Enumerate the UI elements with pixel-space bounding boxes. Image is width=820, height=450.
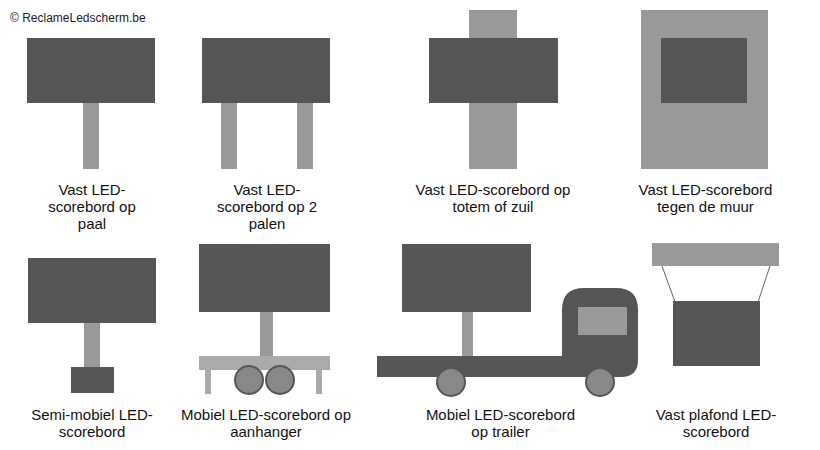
caption: Mobiel LED-scorebord op trailer <box>418 406 583 440</box>
caption: Vast plafond LED-scorebord <box>647 406 785 440</box>
caption: Vast LED-scorebord op 2 palen <box>208 181 326 232</box>
caption: Vast LED-scorebord tegen de muur <box>628 181 783 215</box>
truck-scoreboard <box>377 244 638 396</box>
caption: Vast LED-scorebord op totem of zuil <box>404 181 582 215</box>
watermark: © ReclameLedscherm.be <box>10 11 146 25</box>
towed-trailer-scoreboard <box>199 244 330 394</box>
two-pole-scoreboard <box>202 38 330 169</box>
ceiling-scoreboard <box>652 243 779 366</box>
caption: Vast LED-scorebord op paal <box>33 181 151 232</box>
wall-scoreboard <box>641 10 768 169</box>
semi-mobile-scoreboard <box>28 258 156 393</box>
pole-scoreboard <box>27 38 155 169</box>
caption: Mobiel LED-scorebord op aanhanger <box>172 406 360 440</box>
caption: Semi-mobiel LED-scorebord <box>23 406 161 440</box>
totem-scoreboard <box>429 10 558 169</box>
